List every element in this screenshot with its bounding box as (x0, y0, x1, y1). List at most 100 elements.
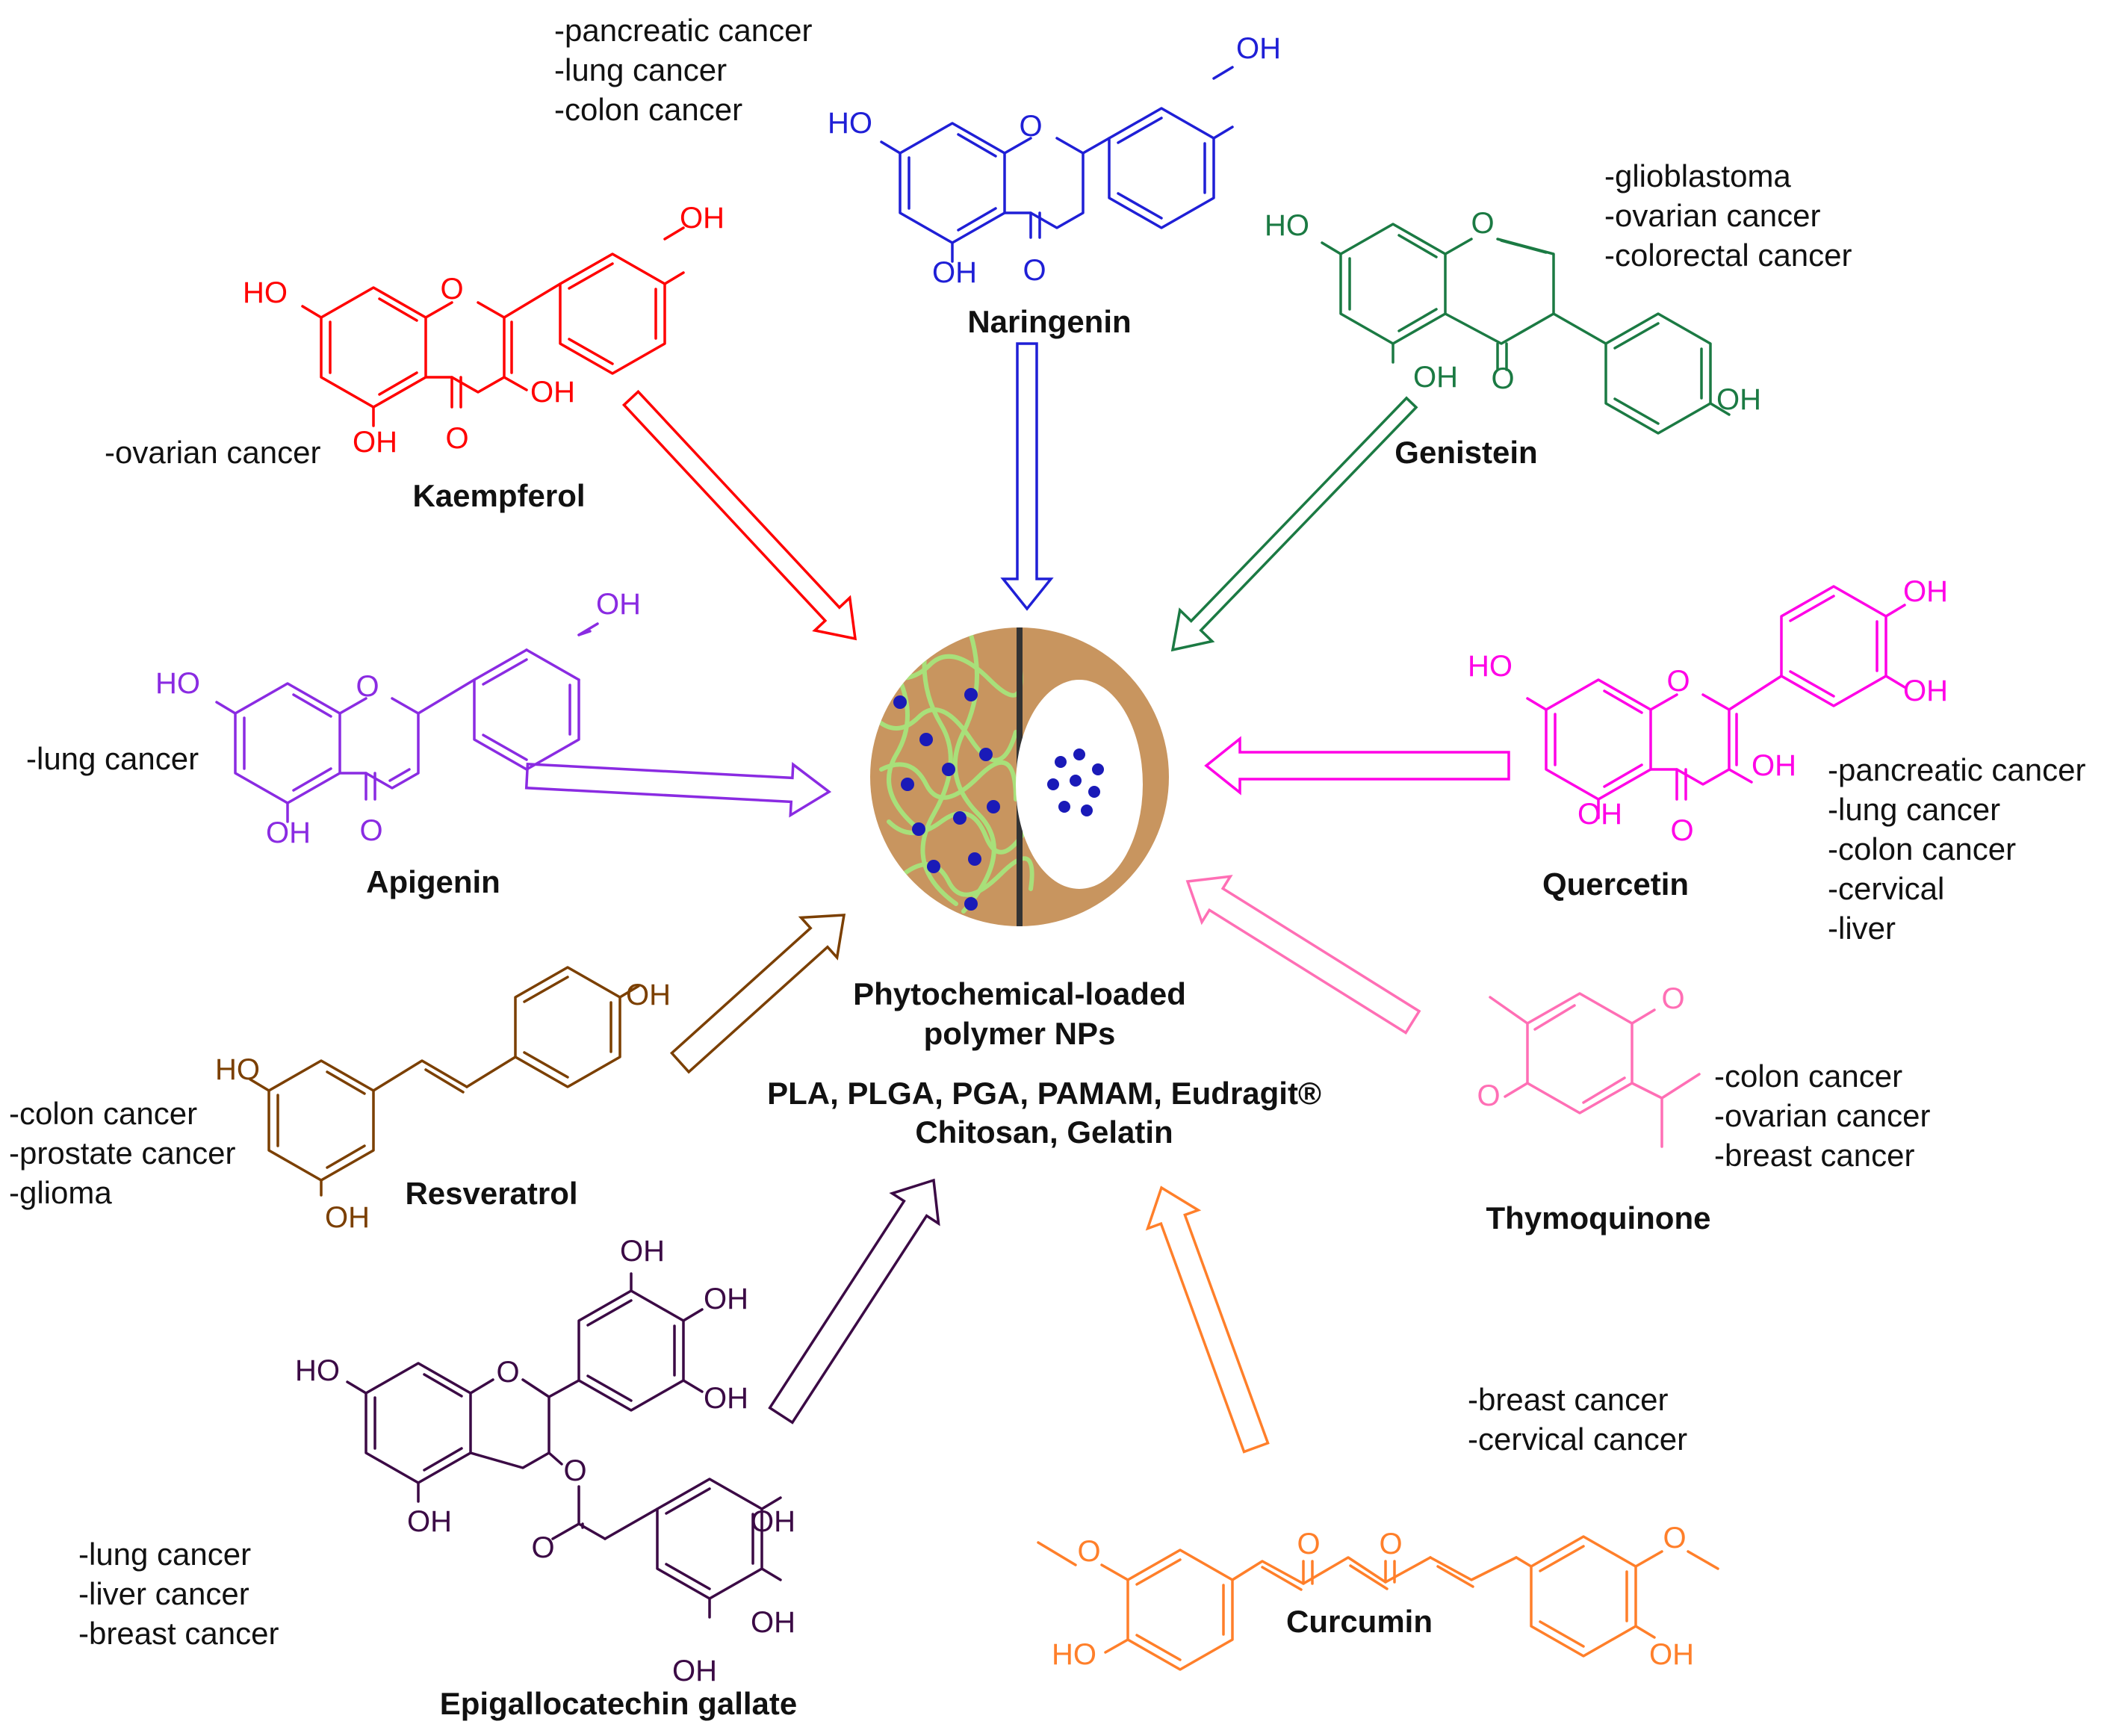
atom-oh: OH (626, 979, 671, 1011)
atom-o: O (359, 814, 382, 847)
center-title-line2: polymer NPs (924, 1016, 1116, 1051)
arrows (524, 342, 1510, 1454)
egcg-cancers: -lung cancer -liver cancer -breast cance… (78, 1537, 279, 1651)
thymoquinone-cancer: -ovarian cancer (1714, 1098, 1930, 1133)
atom-ho: HO (1265, 209, 1309, 242)
atom-oh: OH (620, 1235, 665, 1268)
quercetin-cancer: -lung cancer (1828, 792, 2000, 827)
atom-oh: OH (672, 1655, 717, 1687)
atom-ho: HO (1052, 1638, 1096, 1671)
atom-oh: OH (1413, 361, 1458, 394)
compound-kaempferol: O O HO OH OH OH Kaempferol -ovarian canc… (105, 202, 725, 513)
compound-resveratrol: HO OH OH Resveratrol -colon cancer -pros… (9, 966, 671, 1234)
curcumin-cancer: -breast cancer (1468, 1382, 1668, 1417)
atom-o: O (1379, 1528, 1402, 1560)
apigenin-oh-bond (525, 630, 592, 681)
atom-o: O (496, 1356, 519, 1389)
arrow-epigallocatechin (768, 1178, 940, 1425)
kaempferol-structure (301, 252, 685, 427)
apigenin-name: Apigenin (366, 864, 500, 899)
atom-o: O (1661, 982, 1684, 1015)
thymoquinone-cancers: -colon cancer -ovarian cancer -breast ca… (1714, 1058, 1930, 1173)
genistein-structure (1321, 223, 1731, 435)
atom-oh: OH (1752, 749, 1796, 782)
genistein-cancer: -glioblastoma (1604, 158, 1791, 193)
atom-o: O (1023, 254, 1046, 287)
atom-o: O (356, 670, 379, 703)
atom-o: O (440, 273, 463, 306)
center-labels: Phytochemical-loaded polymer NPs PLA, PL… (767, 976, 1321, 1150)
atom-o: O (445, 422, 468, 455)
atom-oh: OH (704, 1283, 748, 1315)
drug-molecules (893, 688, 1104, 911)
atom-oh: OH (680, 202, 725, 235)
thymoquinone-cancer: -colon cancer (1714, 1058, 1902, 1094)
atom-oh: OH (1716, 383, 1761, 416)
compound-quercetin: O O HO OH OH OH OH Quercetin -pancreatic… (1468, 575, 2086, 946)
atom-oh: OH (751, 1505, 795, 1538)
naringenin-oh-bond (1212, 66, 1234, 80)
atom-ho: HO (295, 1354, 340, 1387)
apigenin-cancer: -lung cancer (26, 741, 199, 776)
arrow-kaempferol (621, 389, 857, 641)
atom-oh: OH (353, 426, 397, 459)
atom-oh: OH (751, 1606, 795, 1639)
atom-o: O (1477, 1079, 1500, 1112)
atom-oh: OH (1577, 798, 1622, 831)
apigenin-structure (215, 622, 599, 823)
thymoquinone-cancer: -breast cancer (1714, 1138, 1914, 1173)
atom-oh: OH (407, 1505, 452, 1538)
resveratrol-cancer: -colon cancer (9, 1096, 197, 1131)
resveratrol-cancer: -glioma (9, 1175, 112, 1210)
arrow-resveratrol (669, 914, 846, 1074)
atom-oh: OH (266, 816, 311, 849)
resveratrol-structure (249, 966, 640, 1197)
quercetin-structure (1526, 585, 1906, 819)
naringenin-cancer: -colon cancer (554, 92, 742, 127)
arrow-quercetin (1204, 736, 1510, 796)
atom-oh: OH (1903, 675, 1948, 707)
kaempferol-name: Kaempferol (412, 478, 585, 513)
egcg-name: Epigallocatechin gallate (440, 1686, 797, 1721)
polymer-list-line2: Chitosan, Gelatin (915, 1115, 1173, 1150)
curcumin-cancers: -breast cancer -cervical cancer (1468, 1382, 1687, 1457)
compound-curcumin: O O O O HO OH Curcumin -breast cancer -c… (1037, 1382, 1719, 1671)
arrow-naringenin (1000, 342, 1054, 611)
quercetin-cancer: -cervical (1828, 871, 1944, 906)
atom-o: O (1663, 1522, 1686, 1554)
compound-thymoquinone: O O Thymoquinone -colon cancer -ovarian … (1477, 982, 1930, 1236)
genistein-cancer: -ovarian cancer (1604, 198, 1820, 233)
quercetin-name: Quercetin (1542, 867, 1689, 902)
egcg-cancer: -lung cancer (78, 1537, 251, 1572)
genistein-cancers: -glioblastoma -ovarian cancer -colorecta… (1604, 158, 1852, 273)
quercetin-cancer: -pancreatic cancer (1828, 752, 2086, 787)
kaempferol-cancers: -ovarian cancer (105, 435, 320, 470)
atom-o: O (1666, 665, 1690, 698)
naringenin-cancer: -pancreatic cancer (554, 13, 813, 48)
atom-oh: OH (325, 1201, 370, 1234)
atom-oh: OH (1649, 1638, 1694, 1671)
atom-ho: HO (155, 667, 200, 700)
atom-o: O (1670, 814, 1693, 847)
atom-oh: OH (1236, 32, 1281, 65)
arrow-genistein (1170, 396, 1418, 652)
genistein-name: Genistein (1394, 435, 1537, 470)
curcumin-structure (1037, 1535, 1719, 1671)
atom-oh: OH (932, 256, 977, 289)
arrow-apigenin (524, 762, 832, 818)
naringenin-cancer: -lung cancer (554, 52, 727, 87)
curcumin-cancer: -cervical cancer (1468, 1422, 1687, 1457)
egcg-cancer: -breast cancer (78, 1616, 279, 1651)
atom-oh: OH (530, 376, 575, 409)
quercetin-cancer: -colon cancer (1828, 831, 2016, 867)
kaempferol-cancer: -ovarian cancer (105, 435, 320, 470)
atom-o: O (1491, 362, 1514, 395)
compound-epigallocatechin: O O O HO OH OH OH OH OH OH OH Epigalloca… (78, 1235, 797, 1721)
atom-o: O (1471, 207, 1494, 240)
compound-naringenin: O O HO OH OH Naringenin -pancreatic canc… (554, 13, 1281, 339)
atom-o: O (1019, 110, 1042, 143)
kaempferol-oh-bond (663, 226, 685, 241)
quercetin-cancer: -liver (1828, 911, 1896, 946)
